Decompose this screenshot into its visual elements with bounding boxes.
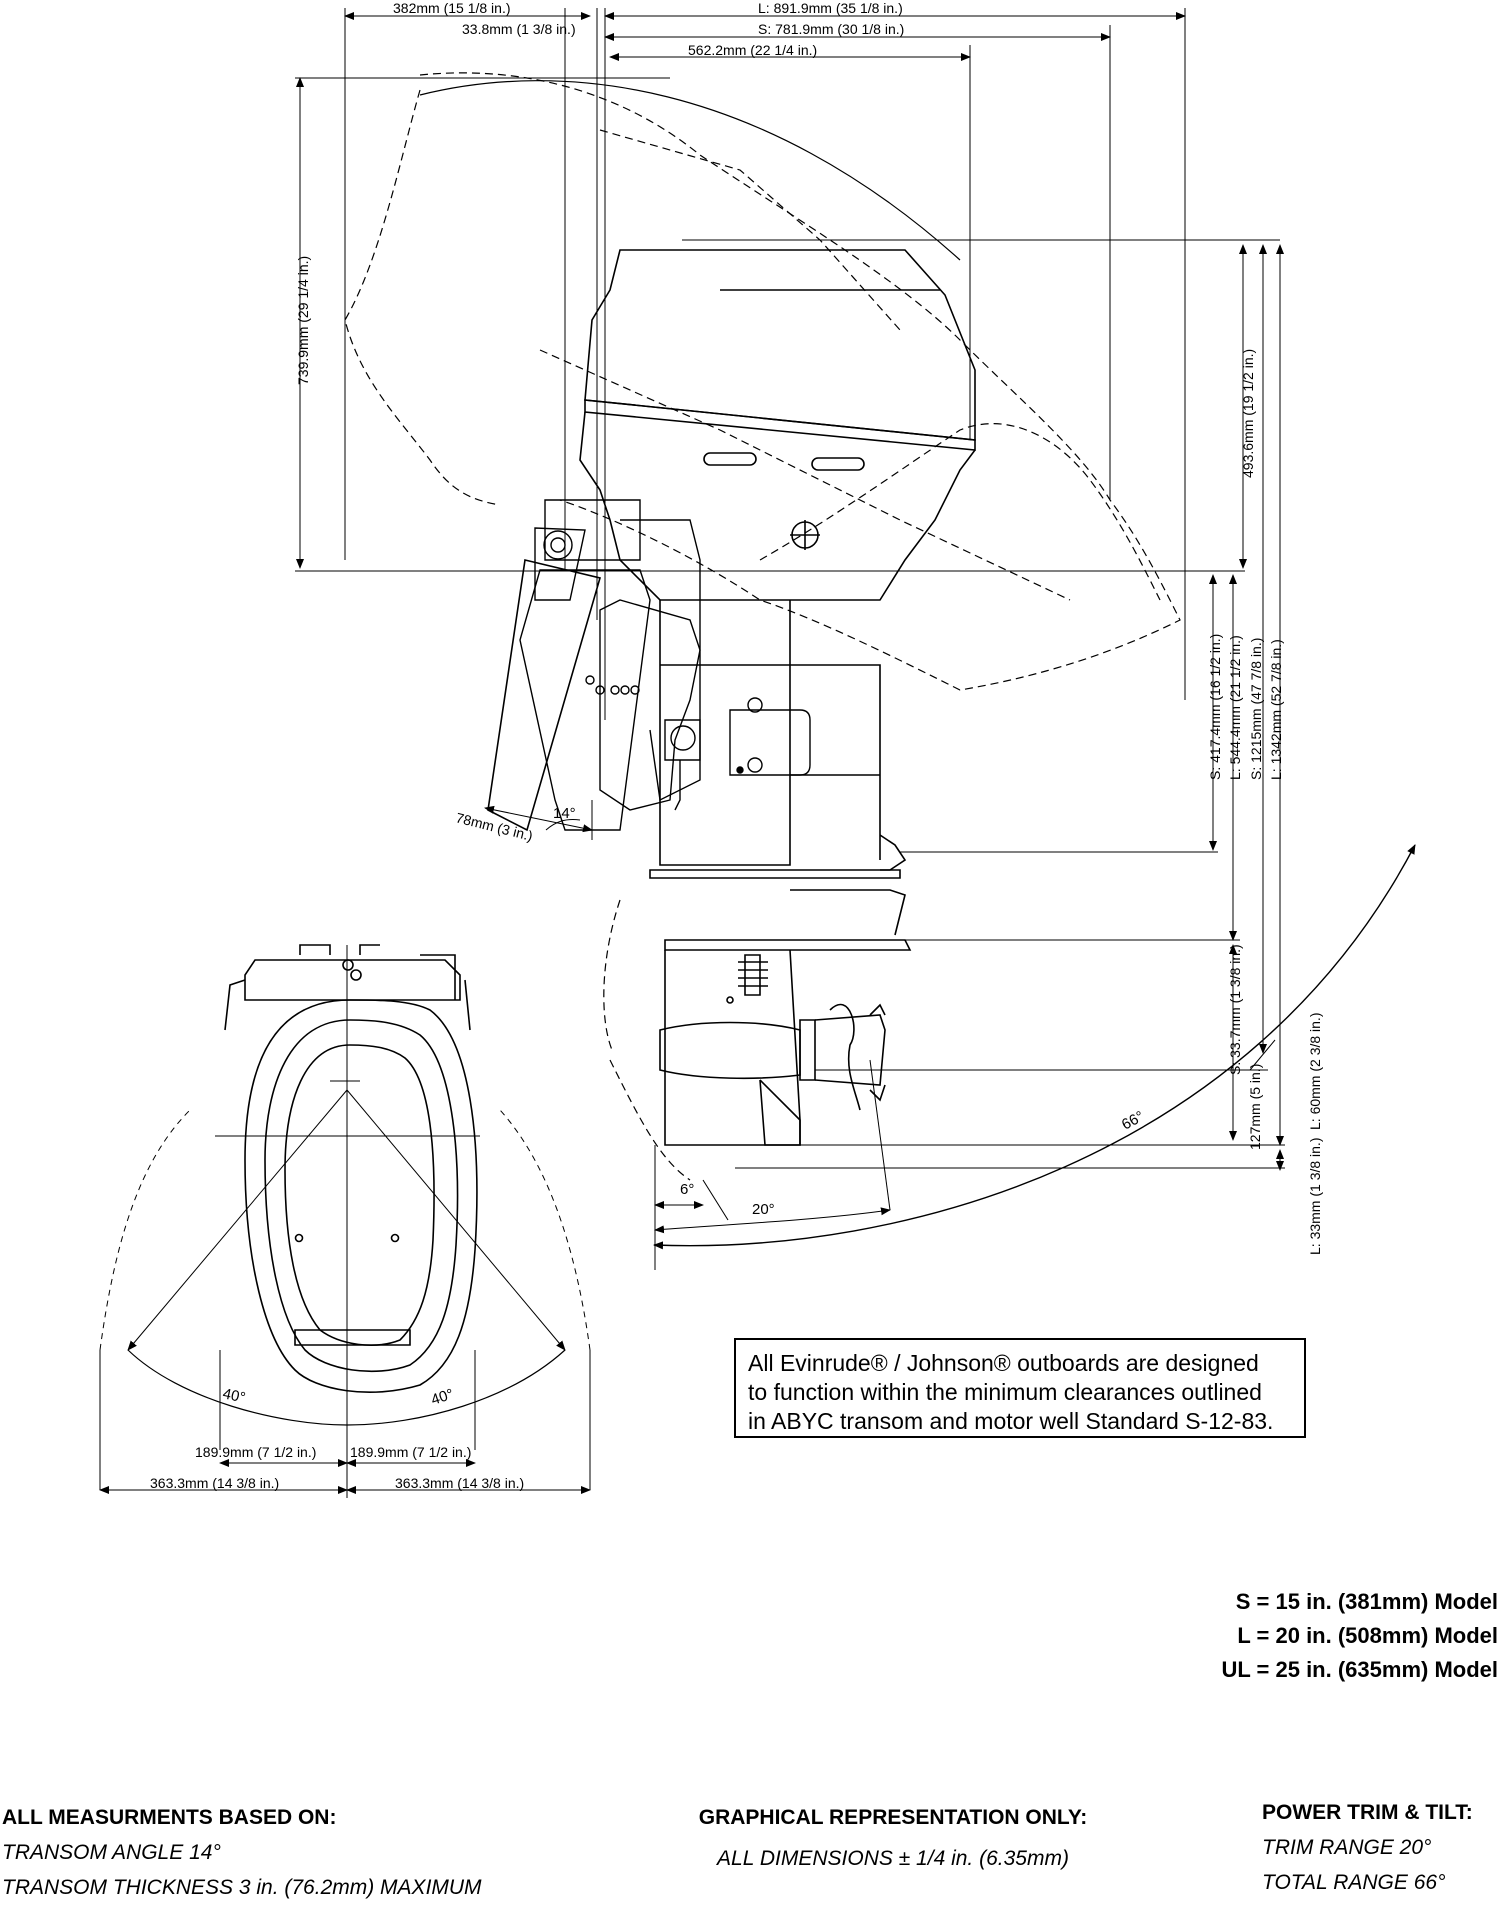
dimension-labels: 382mm (15 1/8 in.) 33.8mm (1 3/8 in.) L:…: [150, 0, 1323, 1491]
footer-trim-range: TRIM RANGE 20°: [1262, 1836, 1432, 1859]
footer-trim-heading: POWER TRIM & TILT:: [1262, 1801, 1473, 1824]
dimension-lines: [99, 8, 1285, 1494]
dim-78: 78mm (3 in.): [454, 809, 534, 844]
angle-trim-20: 20°: [752, 1201, 775, 1218]
dim-33-7: S: 33.7mm (1 3/8 in.): [1227, 944, 1243, 1075]
footer-transom-angle: TRANSOM ANGLE 14°: [2, 1841, 221, 1864]
dim-33: L: 33mm (1 3/8 in.): [1307, 1138, 1323, 1256]
footer-power-trim-tilt: POWER TRIM & TILT: TRIM RANGE 20° TOTAL …: [1262, 1795, 1473, 1900]
legend-l: L = 20 in. (508mm) Model: [1237, 1623, 1498, 1648]
dim-382: 382mm (15 1/8 in.): [393, 0, 511, 16]
dim-781: S: 781.9mm (30 1/8 in.): [758, 21, 904, 37]
dim-417: S: 417.4mm (16 1/2 in.): [1207, 634, 1223, 780]
footer-transom-thickness: TRANSOM THICKNESS 3 in. (76.2mm) MAXIMUM: [2, 1876, 482, 1899]
tilt-range-arc: [653, 844, 1416, 1250]
top-view-cowling: [244, 999, 478, 1394]
angle-tilt-66: 66°: [1119, 1108, 1147, 1134]
dim-189-right: 189.9mm (7 1/2 in.): [350, 1444, 471, 1460]
engine-cowling: [584, 249, 976, 441]
note-line-2: to function within the minimum clearance…: [748, 1379, 1262, 1405]
top-view-drawing: [224, 944, 478, 1394]
top-arc: [419, 80, 961, 261]
angle-transom: 14°: [553, 805, 576, 822]
gearcase: [664, 939, 912, 951]
dim-363-left: 363.3mm (14 3/8 in.): [150, 1475, 279, 1491]
exhaust-housing: [659, 600, 791, 866]
note-line-3: in ABYC transom and motor well Standard …: [748, 1408, 1274, 1434]
anti-cavitation-plate: [649, 869, 901, 879]
gearcase-torpedo: [659, 1021, 801, 1080]
angle-steer-left: 40°: [221, 1385, 247, 1406]
propeller: [814, 1014, 886, 1086]
dim-363-right: 363.3mm (14 3/8 in.): [395, 1475, 524, 1491]
lower-cowl: [579, 411, 976, 601]
footer-total-range: TOTAL RANGE 66°: [1262, 1871, 1446, 1894]
dim-1215: S: 1215mm (47 7/8 in.): [1248, 638, 1264, 780]
dim-189-left: 189.9mm (7 1/2 in.): [195, 1444, 316, 1460]
tilted-motor-ghost-outline: [344, 72, 1181, 1181]
dim-1342: L: 1342mm (52 7/8 in.): [1268, 639, 1284, 780]
legend-ul: UL = 25 in. (635mm) Model: [1221, 1657, 1498, 1682]
dim-60: L: 60mm (2 3/8 in.): [1307, 1013, 1323, 1131]
footer-measurements-basis: ALL MEASURMENTS BASED ON: TRANSOM ANGLE …: [2, 1800, 482, 1905]
dim-33-8: 33.8mm (1 3/8 in.): [462, 21, 576, 37]
top-view-construction: [99, 945, 591, 1498]
outboard-motor-side-view: [579, 249, 976, 1146]
skeg: [759, 1079, 801, 1146]
dim-544: L: 544.4mm (21 1/2 in.): [1227, 635, 1243, 780]
legend-s: S = 15 in. (381mm) Model: [1235, 1589, 1498, 1614]
footer-based-on-heading: ALL MEASURMENTS BASED ON:: [2, 1806, 337, 1829]
dim-562: 562.2mm (22 1/4 in.): [688, 42, 817, 58]
footer-graphical-representation: GRAPHICAL REPRESENTATION ONLY: ALL DIMEN…: [673, 1800, 1113, 1876]
dim-127: 127mm (5 in.): [1247, 1064, 1263, 1150]
dim-891: L: 891.9mm (35 1/8 in.): [758, 0, 903, 16]
angle-steer-right: 40°: [429, 1386, 456, 1409]
steering-bracket: [729, 709, 811, 776]
model-legend: S = 15 in. (381mm) Model L = 20 in. (508…: [1221, 1585, 1498, 1687]
abyc-clearance-note: All Evinrude® / Johnson® outboards are d…: [734, 1338, 1306, 1438]
dim-739: 739.9mm (29 1/4 in.): [295, 256, 311, 385]
dim-493: 493.6mm (19 1/2 in.): [1240, 349, 1256, 478]
footer-tolerance: ALL DIMENSIONS ± 1/4 in. (6.35mm): [717, 1847, 1069, 1870]
footer-graphical-heading: GRAPHICAL REPRESENTATION ONLY:: [698, 1806, 1088, 1829]
tilt-tube: [599, 599, 701, 811]
angle-trim-6: 6°: [680, 1181, 694, 1198]
note-line-1: All Evinrude® / Johnson® outboards are d…: [748, 1350, 1259, 1376]
